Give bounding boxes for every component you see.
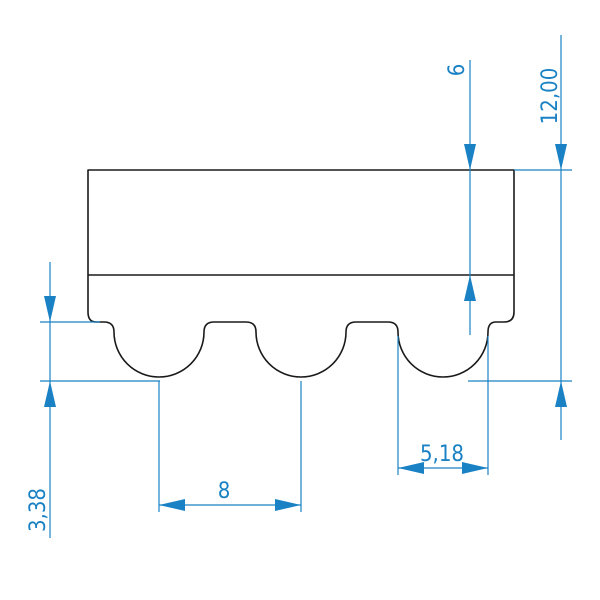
arrow-down xyxy=(555,144,567,170)
dimension-label-tooth-depth: 3,38 xyxy=(26,488,51,532)
dimension-label-tooth-width: 5,18 xyxy=(420,442,464,467)
arrow-up xyxy=(555,381,567,407)
arrow-down xyxy=(44,296,56,322)
belt-outline xyxy=(87,169,515,378)
arrow-up xyxy=(464,275,476,301)
arrow-right xyxy=(275,499,301,511)
dimension-label-pitch: 8 xyxy=(218,479,231,504)
arrow-left xyxy=(398,462,424,474)
dimension-pitch: 8 xyxy=(158,381,302,512)
arrow-down xyxy=(464,144,476,170)
dimension-tooth-depth: 3,38 xyxy=(26,262,160,538)
dimension-total-height: 12,00 xyxy=(468,35,572,440)
arrow-left xyxy=(159,499,185,511)
dimension-label-total-height: 12,00 xyxy=(538,68,563,125)
dimension-label-belt-thickness: 6 xyxy=(445,64,470,77)
dimension-tooth-width: 5,18 xyxy=(397,336,489,475)
arrow-right xyxy=(462,462,488,474)
dimension-belt-thickness: 6 xyxy=(445,60,476,335)
arrow-up xyxy=(44,381,56,407)
belt-profile xyxy=(87,169,515,378)
